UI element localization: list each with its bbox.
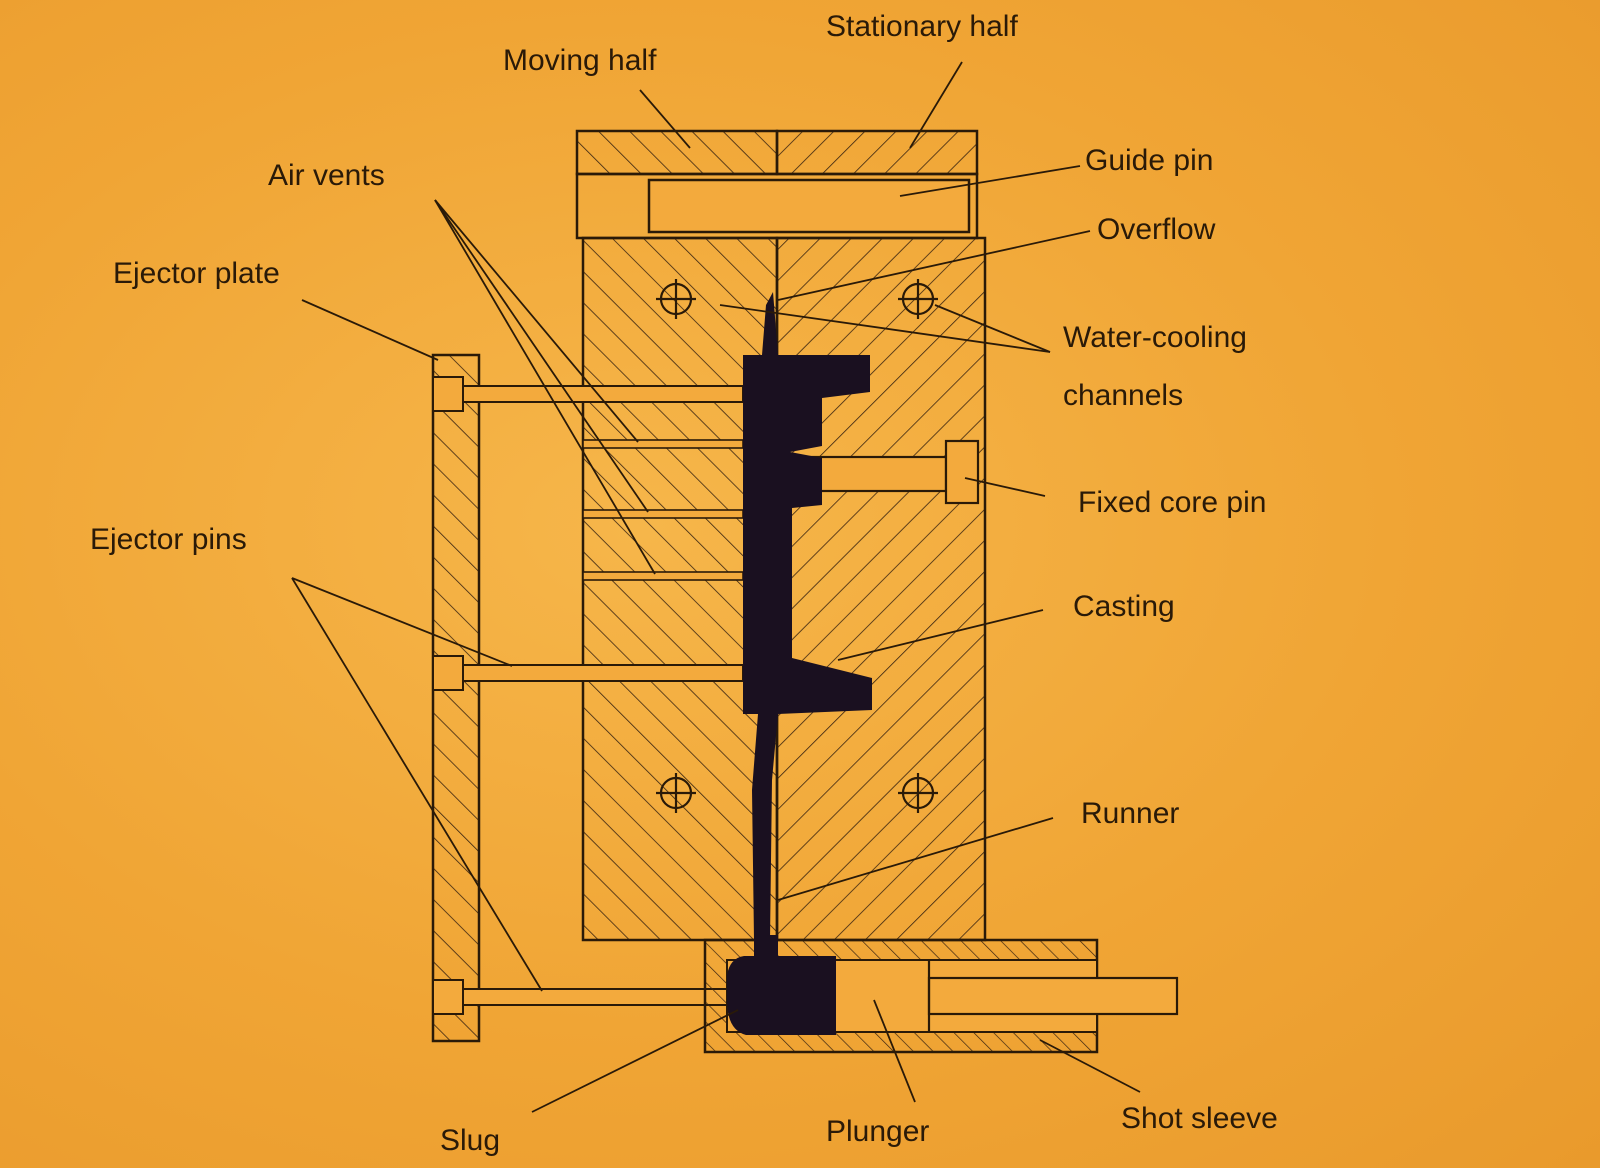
leader-casting xyxy=(837,609,1044,661)
leader-ejector-pins-2 xyxy=(291,577,543,992)
leader-slug xyxy=(531,1009,739,1113)
plunger-rod xyxy=(927,976,1179,1016)
cooling-channel-2 xyxy=(898,279,938,319)
ejector-head-1 xyxy=(432,376,464,412)
label-ejector-plate: Ejector plate xyxy=(113,257,280,290)
stationary-half-block xyxy=(775,236,987,942)
ejector-pin-3 xyxy=(462,988,734,1006)
label-air-vents: Air vents xyxy=(268,159,385,192)
leader-moving-half xyxy=(639,89,691,149)
leader-overflow xyxy=(777,230,1091,301)
fixed-core-pin-head xyxy=(944,439,980,505)
label-casting: Casting xyxy=(1073,590,1175,623)
leader-guide-pin xyxy=(899,165,1081,197)
cooling-channel-1 xyxy=(656,279,696,319)
label-moving-half: Moving half xyxy=(503,44,657,77)
air-vent-2 xyxy=(582,509,744,519)
label-fixed-core-pin: Fixed core pin xyxy=(1078,486,1267,519)
cooling-channel-4 xyxy=(898,773,938,813)
label-stationary-half: Stationary half xyxy=(826,10,1018,43)
leader-plunger xyxy=(873,999,916,1103)
label-overflow: Overflow xyxy=(1097,213,1216,246)
ejector-head-3 xyxy=(432,979,464,1015)
label-plunger: Plunger xyxy=(826,1115,930,1148)
label-shot-sleeve: Shot sleeve xyxy=(1121,1102,1278,1135)
runner-metal-join xyxy=(754,935,778,961)
leader-ejector-pins-1 xyxy=(291,577,513,667)
label-slug: Slug xyxy=(440,1124,501,1157)
air-vent-3 xyxy=(582,571,744,581)
leader-fixed-core-pin xyxy=(964,477,1046,497)
label-water-cooling-channels: Water-cooling channels xyxy=(1063,321,1247,412)
leader-air-vents-3 xyxy=(434,199,656,575)
casting-metal xyxy=(743,292,872,940)
leader-runner xyxy=(777,817,1054,901)
label-guide-pin: Guide pin xyxy=(1085,144,1214,177)
leader-stationary-half xyxy=(909,61,963,149)
stationary-half-top-plate xyxy=(775,129,979,176)
slug-metal xyxy=(727,956,836,1035)
ejector-plate xyxy=(431,353,481,1043)
label-runner: Runner xyxy=(1081,797,1180,830)
leader-air-vents-1 xyxy=(434,199,639,443)
leader-water-cooling-2 xyxy=(934,304,1051,353)
ejector-pin-2 xyxy=(462,664,744,682)
cooling-channel-3 xyxy=(656,773,696,813)
ejector-head-2 xyxy=(432,655,464,691)
air-vent-1 xyxy=(582,439,744,449)
leader-ejector-plate xyxy=(301,299,439,361)
guide-pin xyxy=(647,178,971,234)
label-ejector-pins: Ejector pins xyxy=(90,523,247,556)
leader-shot-sleeve xyxy=(1039,1039,1141,1093)
leader-air-vents-2 xyxy=(434,199,649,513)
moving-half-top-plate xyxy=(575,129,779,176)
leader-water-cooling-1 xyxy=(719,304,1051,353)
